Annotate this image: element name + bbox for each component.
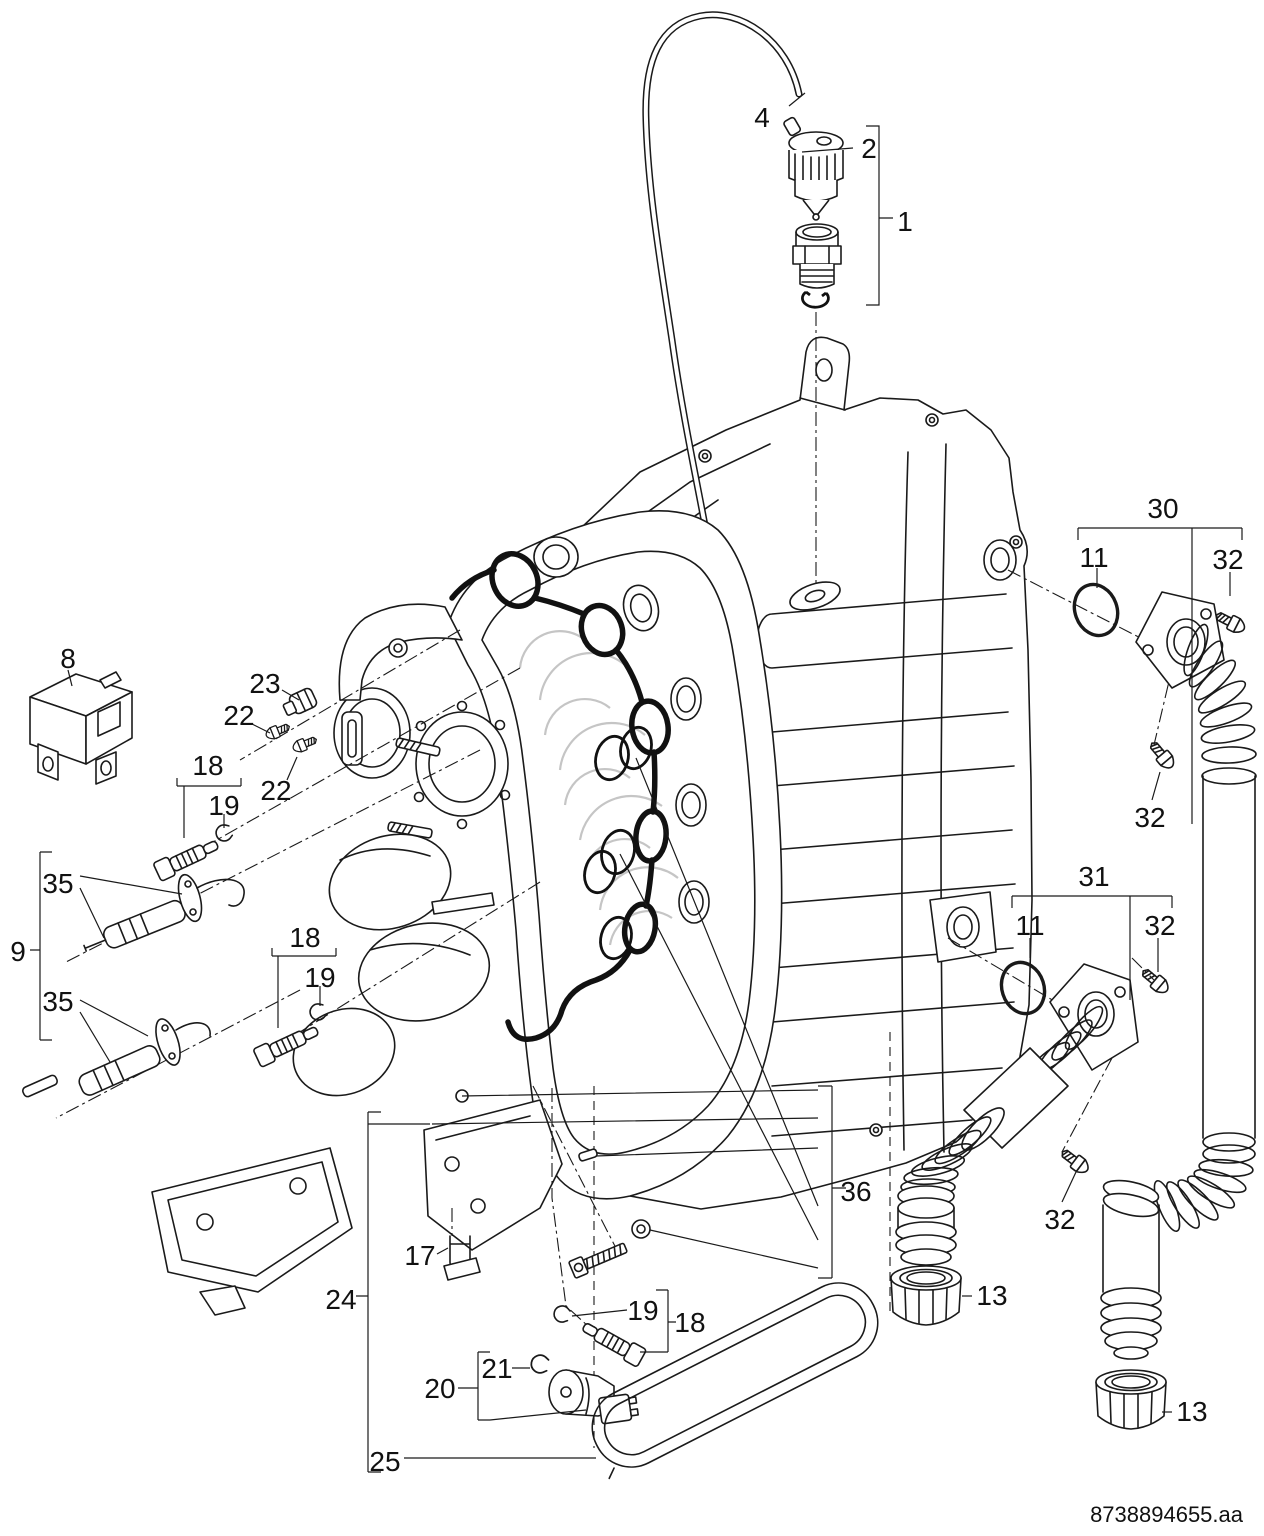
center-lines <box>55 312 1213 1448</box>
leader-lines <box>30 92 1243 1473</box>
screw-32c <box>1137 964 1173 998</box>
callout-32c: 32 <box>1144 910 1175 941</box>
dowel-pin <box>578 1148 598 1162</box>
heat-exchanger-coil <box>518 630 679 946</box>
callout-36: 36 <box>840 1176 871 1207</box>
callout-23: 23 <box>249 668 280 699</box>
callout-21: 21 <box>481 1353 512 1384</box>
callout-11b: 11 <box>1015 910 1044 941</box>
callout-32b: 32 <box>1134 802 1165 833</box>
grommet-23 <box>282 687 318 716</box>
callout-17: 17 <box>404 1240 435 1271</box>
flue-hose-30 <box>1100 591 1258 1360</box>
callout-25: 25 <box>369 1446 400 1477</box>
callout-18c: 18 <box>674 1307 705 1338</box>
control-unit-8 <box>29 671 133 785</box>
callout-13b: 13 <box>1176 1396 1207 1427</box>
air-hose-31 <box>895 963 1139 1266</box>
air-vent-valve <box>783 116 844 221</box>
screw-22b <box>290 733 320 755</box>
electrode-35a <box>83 873 245 952</box>
callout-32a: 32 <box>1212 544 1243 575</box>
small-orings-36 <box>583 725 653 961</box>
callout-4: 4 <box>754 102 770 133</box>
callout-19a: 19 <box>208 790 239 821</box>
callout-35a: 35 <box>42 868 73 899</box>
callout-22b: 22 <box>260 775 291 806</box>
callout-19c: 19 <box>627 1295 658 1326</box>
burner-door-manifold <box>151 603 511 1316</box>
callout-18b: 18 <box>289 922 320 953</box>
oring-11a <box>1065 576 1127 644</box>
callout-18a: 18 <box>192 750 223 781</box>
retaining-clip-17 <box>443 1235 481 1281</box>
callout-32d: 32 <box>1044 1204 1075 1235</box>
plate-lower-flange <box>423 1099 563 1251</box>
callout-9: 9 <box>10 936 26 967</box>
callout-2: 2 <box>861 133 877 164</box>
bore-bolt-holes <box>413 700 511 830</box>
electrode-35b <box>22 1018 211 1098</box>
callout-24: 24 <box>325 1284 356 1315</box>
document-part-number: 8738894655.aa <box>1090 1502 1244 1527</box>
burner-bore <box>415 711 509 817</box>
screw-32b <box>1145 737 1179 773</box>
callout-19b: 19 <box>304 962 335 993</box>
callout-30: 30 <box>1147 493 1178 524</box>
vent-clip-ring <box>801 290 830 309</box>
flue-outlet-boss <box>983 539 1017 581</box>
callout-35b: 35 <box>42 986 73 1017</box>
front-plate <box>447 510 783 1200</box>
manifold-top-arm <box>338 603 463 701</box>
callout-labels: 4 2 1 8 23 22 22 18 19 9 35 35 18 19 17 … <box>10 102 1243 1477</box>
callout-1: 1 <box>897 206 913 237</box>
callout-20: 20 <box>424 1373 455 1404</box>
callout-11a: 11 <box>1079 542 1108 573</box>
body-bolt-heads <box>698 413 1023 1137</box>
union-nut-13a <box>890 1265 962 1326</box>
vent-coupling <box>792 223 842 289</box>
studs <box>387 737 441 839</box>
washer-36 <box>631 1219 651 1239</box>
callout-13a: 13 <box>976 1280 1007 1311</box>
callout-22a: 22 <box>223 700 254 731</box>
door-gasket-25 <box>591 1282 879 1480</box>
union-nut-13b <box>1095 1369 1167 1430</box>
burner-flange-block <box>151 1147 353 1293</box>
washer-21 <box>529 1352 550 1375</box>
callout-31: 31 <box>1078 861 1109 892</box>
screw-22a <box>263 720 293 742</box>
callout-8: 8 <box>60 643 76 674</box>
bolt-36 <box>568 1242 628 1279</box>
clip-19c <box>551 1303 572 1325</box>
